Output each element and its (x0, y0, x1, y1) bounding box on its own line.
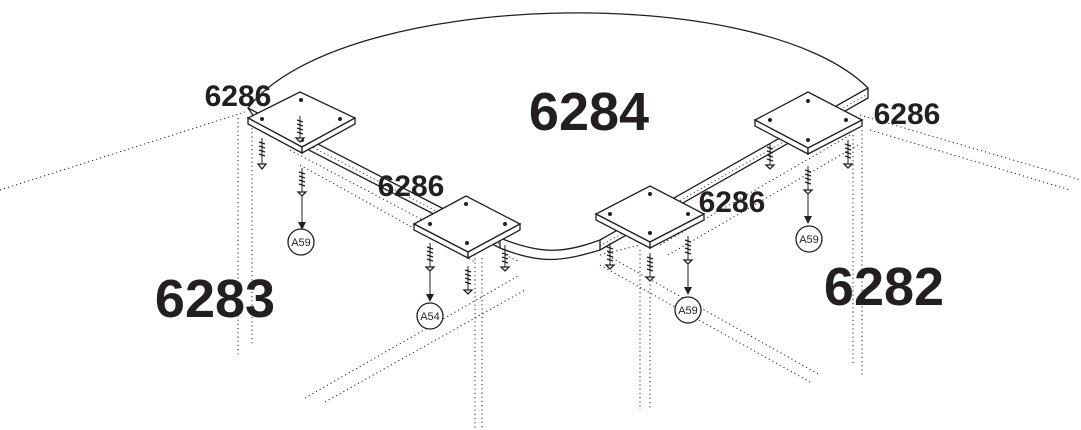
callout-a59-center: A59 (674, 296, 702, 324)
screw-icon (462, 266, 474, 295)
part-label-desk-top: 6284 (529, 82, 649, 142)
callout-a59-right: A59 (795, 225, 823, 253)
callout-label: A59 (291, 237, 311, 249)
hidden-frame-lines (0, 111, 1081, 430)
part-label-bracket: 6286 (205, 80, 272, 113)
screw-icon (764, 143, 776, 170)
callout-label: A59 (799, 234, 819, 246)
part-label-bracket: 6286 (874, 98, 941, 131)
bracket-right (753, 91, 864, 156)
screw-icon (499, 245, 511, 272)
screw-icon (294, 116, 306, 143)
part-label-bracket: 6286 (699, 186, 766, 219)
screw-icon (296, 168, 308, 197)
screw-icon (682, 236, 694, 265)
screw-icon (842, 140, 854, 169)
callout-a54-center: A54 (416, 302, 444, 330)
screw-icon (604, 243, 616, 270)
screw-icon (256, 138, 268, 171)
part-label-bracket: 6286 (378, 170, 445, 203)
screw-icon (424, 243, 436, 272)
callout-label: A54 (420, 311, 440, 323)
screw-icon (644, 253, 656, 282)
screw-icons (256, 116, 854, 295)
part-label-right-desk: 6282 (824, 257, 944, 317)
callout-leaders (298, 194, 812, 302)
bracket-center-right (594, 185, 706, 250)
screw-icon (802, 166, 814, 195)
callout-label: A59 (678, 305, 698, 317)
callout-a59-left: A59 (287, 228, 315, 256)
bracket-center-left (412, 195, 522, 260)
part-label-left-desk: 6283 (155, 269, 275, 329)
bracket-left (246, 91, 357, 155)
